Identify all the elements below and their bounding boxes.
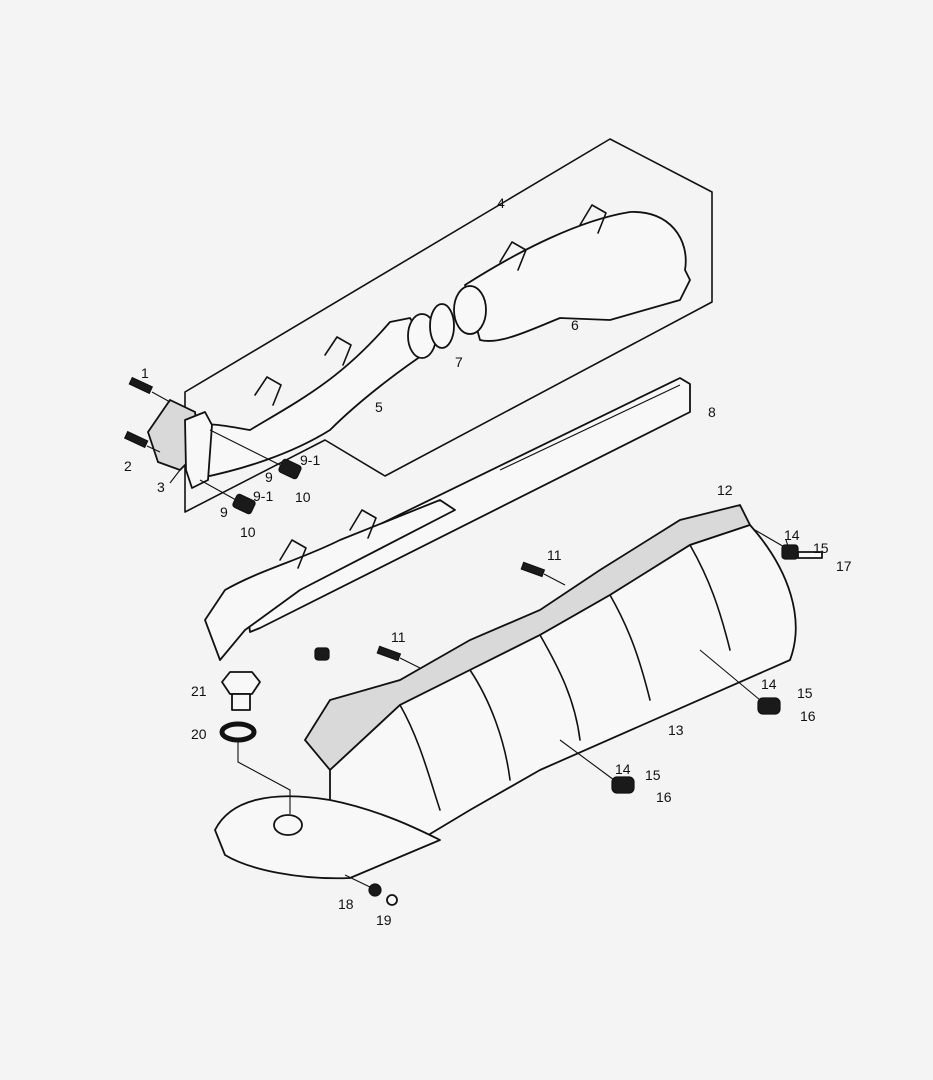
- callout-9-1a: 9-1: [300, 452, 321, 468]
- callout-11a: 11: [547, 547, 562, 563]
- callout-6: 6: [571, 317, 579, 333]
- callout-5: 5: [375, 399, 383, 415]
- callout-10a: 10: [295, 489, 311, 505]
- callout-10b: 10: [240, 524, 256, 540]
- callout-15c: 15: [645, 767, 661, 783]
- callout-2: 2: [124, 458, 132, 474]
- stud-11b: [376, 645, 421, 669]
- callout-14c: 14: [615, 761, 631, 777]
- plug-21: [221, 671, 261, 711]
- nut-16b: [699, 649, 781, 715]
- nut-set-a: [209, 429, 302, 480]
- fitting-18-19: [344, 874, 398, 906]
- callout-13: 13: [668, 722, 684, 738]
- heat-shield-8: [244, 377, 691, 633]
- callout-20: 20: [191, 726, 207, 742]
- washer-20: [219, 721, 291, 814]
- callout-1: 1: [141, 365, 149, 381]
- callout-18: 18: [338, 896, 354, 912]
- bolt-17: [754, 529, 823, 560]
- callout-17: 17: [836, 558, 852, 574]
- callout-8: 8: [708, 404, 716, 420]
- callout-9-1b: 9-1: [253, 488, 274, 504]
- callout-3: 3: [157, 479, 165, 495]
- collector-pipe: [214, 795, 441, 880]
- manifold-pipe-6: [453, 204, 691, 342]
- nut-set-b: [199, 479, 256, 515]
- callout-15a: 15: [813, 540, 829, 556]
- callout-21: 21: [191, 683, 207, 699]
- stud-11a: [520, 561, 566, 586]
- clamp-7: [429, 303, 455, 349]
- callout-16c: 16: [656, 789, 672, 805]
- callout-16b: 16: [800, 708, 816, 724]
- callout-11b: 11: [391, 629, 406, 645]
- callout-9b: 9: [220, 504, 228, 520]
- callout-7: 7: [455, 354, 463, 370]
- assembly-bracket-4: [184, 138, 713, 513]
- callout-15b: 15: [797, 685, 813, 701]
- callout-4: 4: [497, 195, 505, 211]
- stud-2: [123, 430, 161, 453]
- callout-12: 12: [717, 482, 733, 498]
- exhaust-manifold: [204, 499, 456, 661]
- callout-19: 19: [376, 912, 392, 928]
- gasket-3: [147, 398, 213, 489]
- callout-14b: 14: [761, 676, 777, 692]
- callout-9a: 9: [265, 469, 273, 485]
- callout-14a: 14: [784, 527, 800, 543]
- nut-16c: [559, 739, 635, 794]
- leader-lines: [169, 469, 789, 547]
- stud-1: [128, 376, 171, 403]
